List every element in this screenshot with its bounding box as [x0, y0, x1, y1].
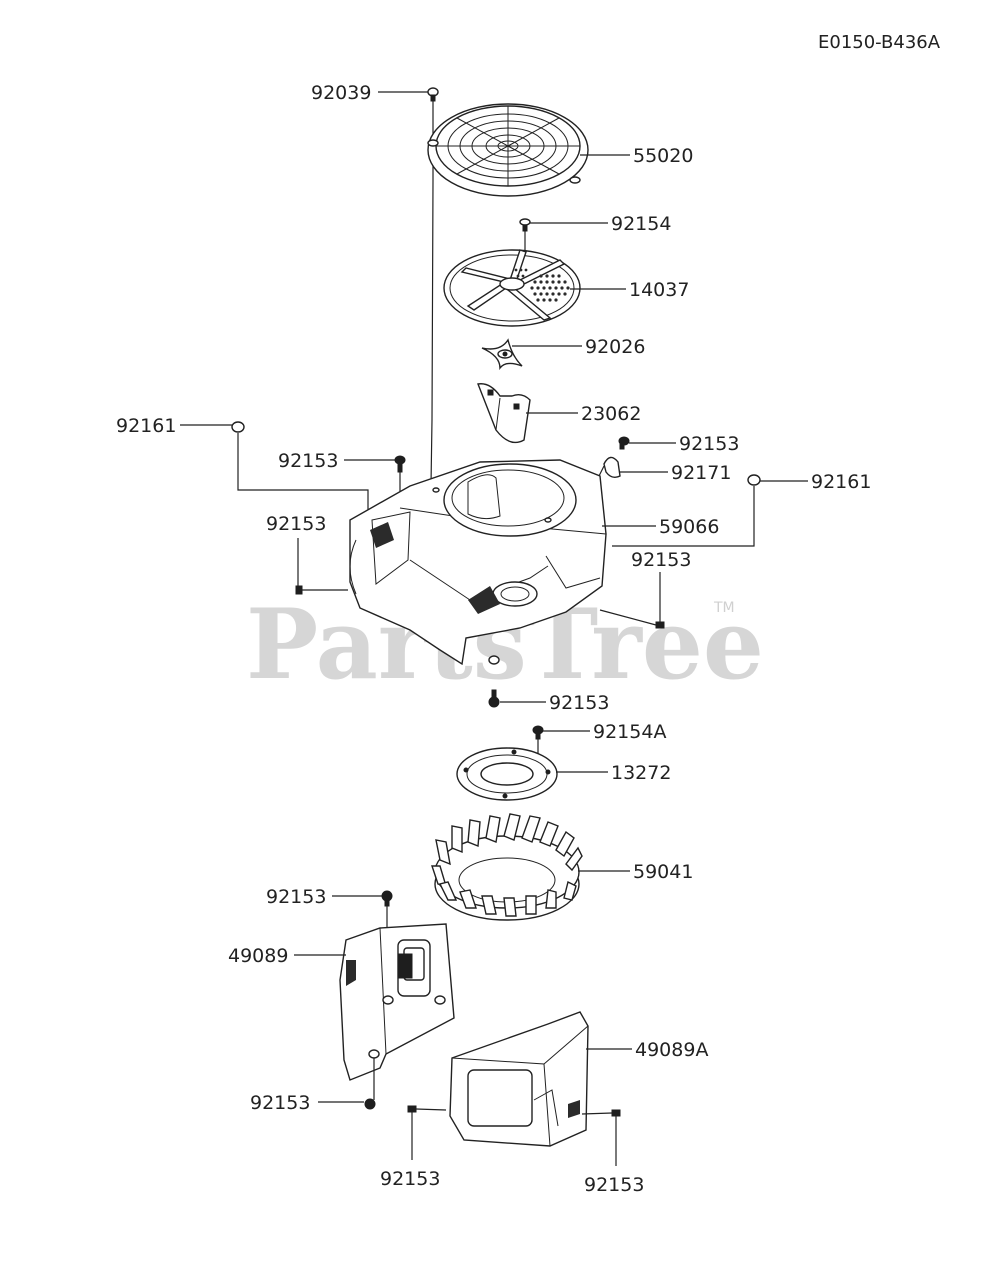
callout-49089A[interactable]: 49089A [635, 1039, 708, 1061]
bolt-92153-h-shape[interactable] [407, 1105, 447, 1160]
callout-92171[interactable]: 92171 [671, 462, 731, 484]
baffle-49089A[interactable] [449, 1011, 589, 1147]
clip-92171-shape[interactable] [595, 456, 621, 483]
cooling-fan-59041[interactable] [431, 813, 583, 921]
callout-92153-d[interactable]: 92153 [631, 549, 691, 571]
baffle-49089[interactable] [339, 923, 455, 1100]
plate-13272[interactable] [456, 747, 558, 801]
callout-59066[interactable]: 59066 [659, 516, 719, 538]
bolt-92153-i-shape[interactable] [581, 1109, 621, 1166]
callout-92154A[interactable]: 92154A [593, 721, 666, 743]
callout-92153-h[interactable]: 92153 [380, 1168, 440, 1190]
callout-55020[interactable]: 55020 [633, 145, 693, 167]
bolt-92153-c-shape[interactable] [295, 585, 348, 595]
cap-92161-right-shape[interactable] [612, 474, 761, 547]
watermark-trademark: TM [713, 600, 735, 616]
diagram-code: E0150-B436A [818, 32, 941, 53]
callout-92153-e[interactable]: 92153 [549, 692, 609, 714]
bolt-92153-g-shape[interactable] [364, 1098, 376, 1110]
callout-14037[interactable]: 14037 [629, 279, 689, 301]
callout-23062[interactable]: 23062 [581, 403, 641, 425]
callout-92154[interactable]: 92154 [611, 213, 671, 235]
callout-92153-b[interactable]: 92153 [679, 433, 739, 455]
callout-92161-left[interactable]: 92161 [116, 415, 176, 437]
callout-92161-right[interactable]: 92161 [811, 471, 871, 493]
bolt-92153-a-shape[interactable] [394, 455, 406, 492]
screen-grille-55020[interactable] [427, 103, 589, 197]
spider-plate-92026[interactable] [481, 338, 523, 371]
bolt-92153-f-shape[interactable] [381, 890, 393, 928]
fan-housing-59066[interactable] [349, 459, 607, 666]
fan-plate-14037[interactable] [443, 249, 581, 327]
bolt-92153-b-shape[interactable] [618, 436, 630, 450]
callout-92153-g[interactable]: 92153 [250, 1092, 310, 1114]
callout-49089[interactable]: 49089 [228, 945, 288, 967]
callout-92153-c[interactable]: 92153 [266, 513, 326, 535]
callout-92039[interactable]: 92039 [311, 82, 371, 104]
cap-92161-left-shape[interactable] [231, 421, 369, 520]
callout-92153-a[interactable]: 92153 [278, 450, 338, 472]
guide-bracket-23062[interactable] [477, 383, 531, 444]
callout-92026[interactable]: 92026 [585, 336, 645, 358]
callout-59041[interactable]: 59041 [633, 861, 693, 883]
screw-92154A-shape[interactable] [532, 725, 544, 754]
bolt-92153-e-shape[interactable] [488, 689, 500, 708]
callout-92153-f[interactable]: 92153 [266, 886, 326, 908]
callout-13272[interactable]: 13272 [611, 762, 671, 784]
screw-92039-shape[interactable] [427, 87, 439, 102]
callout-92153-i[interactable]: 92153 [584, 1174, 644, 1196]
